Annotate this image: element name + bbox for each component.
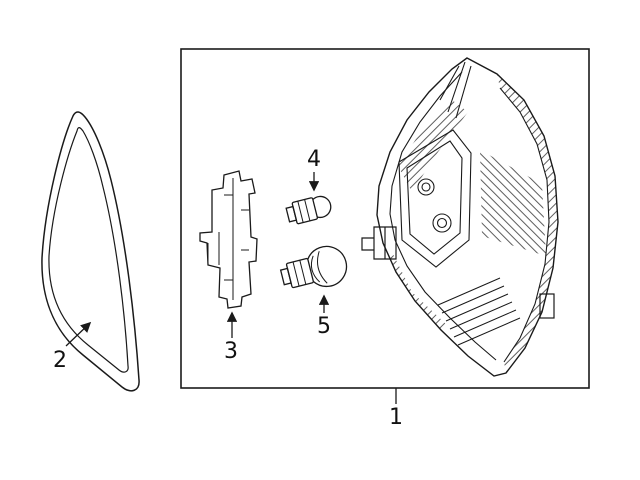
small-bulb-base: [291, 197, 319, 225]
seal-outer-contour: [41, 111, 140, 392]
callout-label-4: 4: [307, 147, 321, 172]
large-bulb-base: [285, 257, 314, 289]
socket-hole: [432, 213, 452, 233]
lamp-connector: [361, 226, 397, 260]
callout-label-2: 2: [53, 348, 67, 373]
seal-drawing: [41, 111, 140, 392]
large-bulb-ridge: [292, 261, 300, 287]
socket-detail-lines: [207, 178, 249, 300]
lamp-mounting-tab: [539, 293, 555, 319]
socket-hole: [436, 217, 448, 229]
large-bulb-ridge: [299, 260, 307, 285]
socket-outline: [199, 170, 258, 309]
small-bulb-ridge: [297, 201, 304, 223]
callout-label-3: 3: [224, 339, 238, 364]
large-bulb-drawing: [279, 245, 348, 289]
small-bulb-drawing: [285, 195, 332, 225]
large-bulb-glass: [307, 245, 348, 288]
large-bulb-glass-shading: [310, 255, 321, 283]
bulb-socket-drawing: [199, 170, 258, 309]
lamp-internal-details: [384, 61, 558, 373]
callout-label-1: 1: [389, 405, 403, 430]
socket-hole: [421, 182, 431, 192]
large-bulb-glass-shading: [317, 251, 328, 284]
callout-2-arrow: [65, 321, 92, 347]
assembly-box-outline: [180, 48, 590, 389]
socket-hole: [417, 178, 435, 196]
assembly-box-group: [180, 48, 590, 404]
seal-inner-contour: [48, 127, 129, 373]
callout-label-5: 5: [317, 314, 331, 339]
small-bulb-glass: [312, 195, 332, 219]
small-bulb-ridge: [304, 199, 311, 221]
tail-lamp-assembly-drawing: [361, 57, 559, 377]
